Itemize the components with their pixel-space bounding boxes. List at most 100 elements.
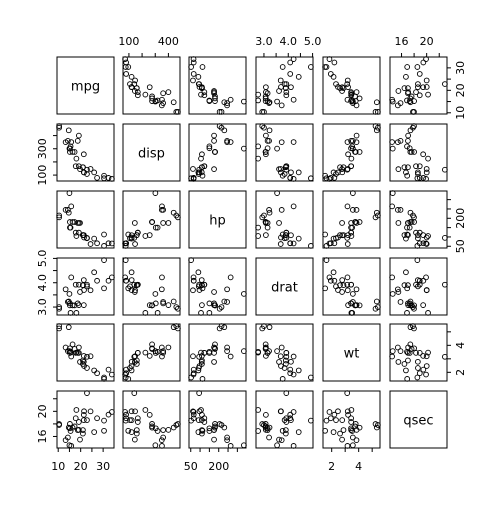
data-point [330,269,337,276]
data-point [287,411,294,418]
tick-label: 4.0 [280,35,298,48]
data-point [158,344,165,351]
data-point [142,407,149,413]
data-point [198,84,205,91]
data-point [159,274,165,281]
data-point [350,138,356,144]
panel-drat-vs-qsec [389,257,448,316]
data-point [389,274,395,281]
panel-border [389,56,448,115]
data-point [416,370,423,377]
data-point [353,132,360,139]
tick-label: 3.0 [36,298,49,316]
panel-border [322,56,381,115]
data-point [331,411,338,418]
data-point [122,409,128,415]
data-point [327,71,334,77]
data-point [277,241,284,247]
data-point [278,102,285,109]
data-point [84,281,90,288]
data-point [56,304,62,310]
panel-wt-vs-drat [255,323,314,382]
data-point [65,127,72,134]
data-point [160,299,166,305]
data-point [91,269,98,276]
data-point [405,282,411,289]
data-point [416,92,423,99]
data-point [199,285,206,292]
data-point [405,132,411,139]
data-point [196,287,203,293]
data-point [397,207,404,213]
data-point [322,285,328,292]
data-point [66,190,73,196]
data-point [278,139,285,146]
data-point [350,434,356,441]
tick-label: 5.0 [36,250,49,268]
data-point [413,281,419,288]
data-point [76,281,82,288]
tick-label: 4.0 [36,274,49,292]
data-point [353,139,360,146]
data-point [389,291,396,297]
data-point [134,229,141,236]
data-point [241,291,247,297]
data-point [190,77,196,84]
data-point [195,169,202,176]
data-point [344,274,351,281]
data-point [94,370,100,377]
data-point [348,138,354,144]
tick-label: 3.0 [255,35,273,48]
data-point [227,96,234,103]
data-point [190,166,196,172]
data-point [353,207,360,213]
data-point [414,175,421,182]
data-point [123,411,129,418]
data-point [330,73,337,80]
data-point [263,344,269,351]
data-point [373,209,380,216]
data-point [131,281,138,288]
data-point [282,427,289,433]
data-point [158,207,165,213]
data-point [348,155,355,162]
panel-disp-vs-wt [322,123,381,182]
data-point [276,220,282,226]
data-point [350,291,356,297]
data-point [159,96,165,103]
data-point [394,344,401,351]
data-point [101,231,107,238]
data-point [190,277,197,284]
data-point [356,95,363,102]
data-point [415,84,421,91]
data-point [76,350,82,356]
data-point [94,240,100,247]
data-point [206,350,213,356]
tick-label: 30 [454,61,467,75]
data-point [326,176,333,182]
data-point [201,92,208,99]
data-point [372,109,379,115]
data-point [198,417,205,423]
data-point [158,102,165,109]
data-point [404,376,411,382]
data-point [91,169,98,176]
data-point [125,285,132,292]
data-point [125,427,132,434]
panel-border [56,323,115,382]
data-point [407,324,414,331]
panel-drat-vs-wt [322,257,381,316]
data-point [420,175,427,181]
panel-border [255,323,314,382]
data-point [323,257,330,263]
data-point [206,310,213,316]
data-point [405,350,411,356]
data-point [288,169,294,176]
data-point [276,359,282,365]
data-point [348,89,354,95]
panel-border [56,390,115,449]
data-point [128,73,135,80]
